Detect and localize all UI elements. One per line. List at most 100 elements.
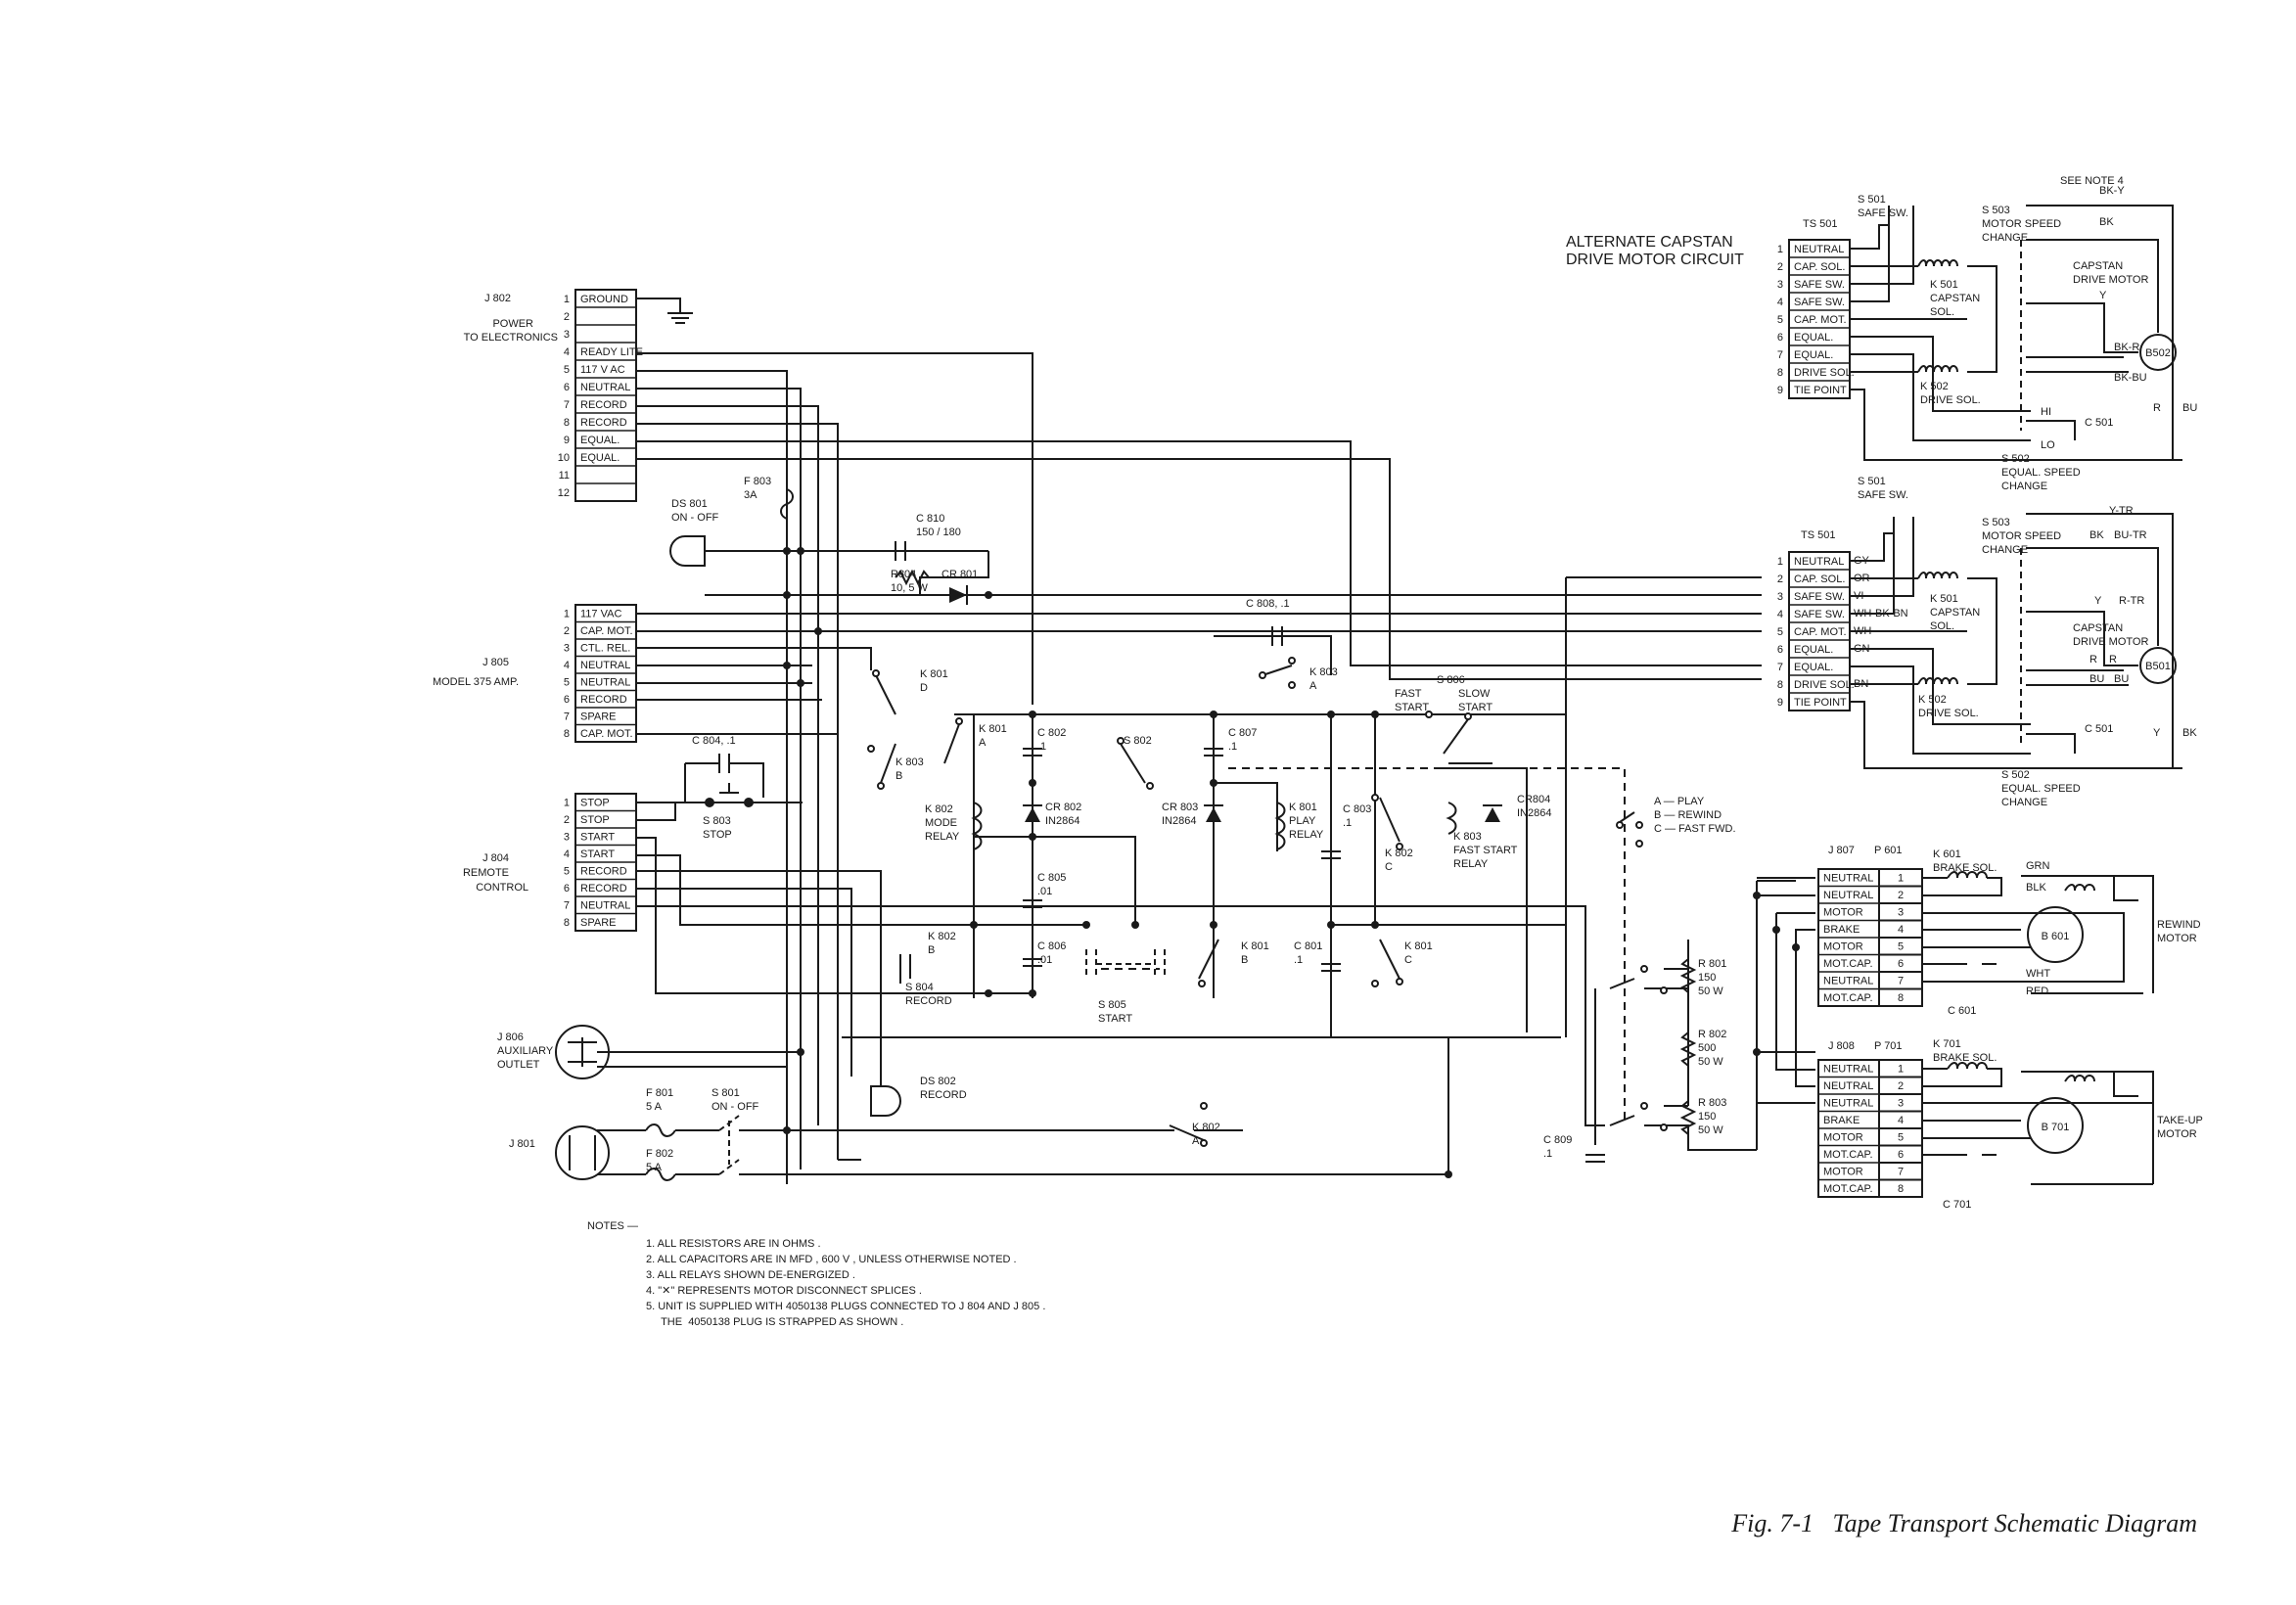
grn-label: GRN (2026, 860, 2050, 872)
k501-top-label: K 501 (1930, 279, 1958, 291)
ts501_bot-row-label: CAP. MOT. (1794, 626, 1847, 638)
ground-symbol (636, 298, 693, 324)
notes-title: NOTES — (587, 1220, 638, 1232)
ts501_top-pin-number: 8 (1777, 367, 1783, 379)
ts501_top-row-label: SAFE SW. (1794, 297, 1845, 308)
ts501_top-pin-number: 5 (1777, 314, 1783, 326)
j804-row-label: NEUTRAL (580, 900, 630, 912)
j804-row-label: START (580, 848, 615, 860)
red-label: RED (2026, 986, 2048, 997)
c805-label: C 805 (1037, 872, 1066, 884)
j805-pin-number: 4 (564, 660, 570, 671)
s502-top-label: EQUAL. SPEED (2001, 467, 2081, 479)
j804-pin-number: 4 (564, 848, 570, 860)
j802-pin-number: 11 (559, 470, 570, 482)
j802-row-label: EQUAL. (580, 452, 620, 464)
ts501_top-pin-number: 4 (1777, 297, 1783, 308)
takeup-motor-label: MOTOR (2157, 1128, 2197, 1140)
capstan-bottom-wire-color: Y-TR (2109, 505, 2134, 517)
capstan-top-label: DRIVE MOTOR (2073, 274, 2148, 286)
j804-row-label: START (580, 832, 615, 844)
k501-bot-label: SOL. (1930, 620, 1954, 632)
ts501_bot-pin-number: 8 (1777, 679, 1783, 691)
connector-j804: STOP1STOP2START3START4RECORD5RECORD6NEUT… (564, 793, 637, 932)
k802c-label: C (1385, 861, 1393, 873)
j807-ref: J 807 (1828, 845, 1855, 856)
k802-relay-label: MODE (925, 817, 957, 829)
j806-outlet-icon (555, 1025, 610, 1079)
j806-label: AUXILIARY (497, 1045, 554, 1057)
j808-row-label: MOTOR (1823, 1167, 1863, 1178)
j802-row-label: NEUTRAL (580, 382, 630, 393)
j802-row-label: 117 V AC (580, 364, 625, 376)
c806-label: .01 (1037, 954, 1052, 966)
blk-label: BLK (2026, 882, 2046, 894)
j804-pin-number: 5 (564, 866, 570, 878)
j802-row-label: READY LITE (580, 346, 643, 358)
r804-label: 10, 5 W (891, 582, 929, 594)
k501-top-label: CAPSTAN (1930, 293, 1980, 304)
j804-desc-2: CONTROL (476, 882, 528, 894)
j808-row-label: MOTOR (1823, 1132, 1863, 1144)
k803b-label: K 803 (895, 757, 924, 768)
s801-switch (718, 1115, 740, 1175)
j808-pin-number: 6 (1898, 1149, 1904, 1161)
slow-start-label: SLOW (1458, 688, 1491, 700)
cr801-diode-icon (949, 585, 968, 605)
j808-pin-number: 4 (1898, 1115, 1904, 1126)
k701-label: K 701 (1933, 1038, 1961, 1050)
c805-label: .01 (1037, 886, 1052, 897)
takeup-field-coil-icon (2064, 1075, 2095, 1082)
j802-row-label: GROUND (580, 294, 628, 305)
f803-label: F 803 (744, 476, 771, 487)
j802-desc-2: TO ELECTRONICS (464, 332, 558, 344)
s805-label: S 805 (1098, 999, 1126, 1011)
j804-pin-number: 7 (564, 900, 570, 912)
ds801-label: ON - OFF (671, 512, 719, 524)
ts501_top-row-label: SAFE SW. (1794, 279, 1845, 291)
ts501_bot-row-label: SAFE SW. (1794, 609, 1845, 620)
j802-pin-number: 8 (564, 417, 570, 429)
j805-row-label: RECORD (580, 694, 627, 706)
r803-label: 50 W (1698, 1124, 1723, 1136)
j808-row-label: MOT.CAP. (1823, 1183, 1873, 1195)
b502-motor-icon (2139, 334, 2177, 371)
r804-label: R804 (891, 569, 916, 580)
k801a-label: K 801 (979, 723, 1007, 735)
ts501_top-pin-number: 9 (1777, 385, 1783, 396)
c804-capacitor-icon (684, 754, 764, 802)
b501-label: B501 (2145, 661, 2171, 672)
modes-label: C — FAST FWD. (1654, 823, 1736, 835)
ts501_top-frame (1788, 239, 1851, 399)
j802-ref: J 802 (484, 293, 511, 304)
ds801-lamp-icon (669, 535, 706, 567)
k802-relay-label: K 802 (925, 803, 953, 815)
c809-label: C 809 (1543, 1134, 1572, 1146)
capstan-top-wire-color: Y (2099, 290, 2107, 301)
f802-fuse-icon (645, 1168, 676, 1181)
k802a-label: A (1192, 1135, 1200, 1147)
ds802-label: RECORD (920, 1089, 967, 1101)
j804-row-label: STOP (580, 798, 610, 809)
r802-label: R 802 (1698, 1029, 1726, 1040)
capstan-top-wire-color: R (2153, 402, 2161, 414)
j804-row-label: STOP (580, 814, 610, 826)
ds802-lamp-icon (870, 1085, 901, 1117)
c802-label: C 802 (1037, 727, 1066, 739)
j802-pin-number: 9 (564, 435, 570, 446)
rewind-field-coil-icon (2064, 884, 2095, 892)
k803b-label: B (895, 770, 902, 782)
j807-pin-number: 4 (1898, 924, 1904, 936)
capstan-bottom-wire-color: BU (2089, 673, 2104, 685)
s803-label: STOP (703, 829, 732, 841)
ts501_bot-row-label: EQUAL. (1794, 644, 1833, 656)
k601-label: BRAKE SOL. (1933, 862, 1997, 874)
k701-coil-icon (1947, 1062, 1988, 1070)
k802c-label: K 802 (1385, 848, 1413, 859)
k501-bot-label: K 501 (1930, 593, 1958, 605)
k502-top-label: DRIVE SOL. (1920, 394, 1981, 406)
j807-row-label: NEUTRAL (1823, 976, 1873, 987)
